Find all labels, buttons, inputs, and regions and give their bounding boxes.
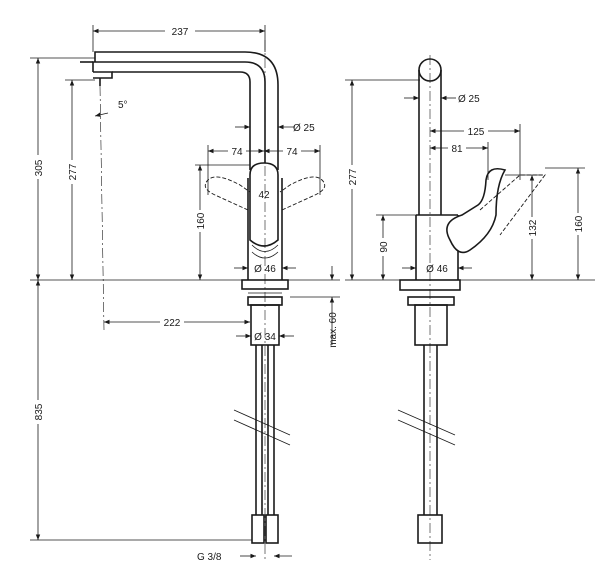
handle — [249, 162, 279, 247]
dim-74-left: 74 — [231, 147, 243, 158]
dim-125: 125 — [468, 127, 485, 138]
dim-160-front: 160 — [196, 212, 207, 229]
dim-42: 42 — [258, 190, 270, 201]
hose-fitting-right — [265, 514, 279, 544]
column-outline — [244, 51, 279, 170]
dim-222: 222 — [164, 318, 181, 329]
dim-277-front: 277 — [68, 163, 79, 180]
dim-132: 132 — [528, 219, 539, 236]
dim-835: 835 — [34, 403, 45, 420]
dim-81: 81 — [451, 144, 463, 155]
front-view: 237 5° 305 277 Ø 25 74 74 42 160 Ø 46 — [30, 24, 340, 563]
break-symbol-side — [397, 409, 456, 446]
dim-237: 237 — [172, 27, 189, 38]
lever-side — [446, 167, 507, 254]
handle-right-position — [279, 176, 326, 211]
dim-max-60: max. 60 — [328, 312, 339, 348]
column-side — [418, 70, 442, 215]
side-view: 277 Ø 25 125 81 160 132 90 Ø 46 — [345, 55, 585, 560]
dim-body-diameter-side: Ø 46 — [426, 264, 448, 275]
shank-side — [414, 304, 448, 346]
dim-160-side: 160 — [574, 215, 585, 232]
handle-left-position — [204, 176, 251, 211]
aerator — [93, 71, 113, 86]
body — [247, 178, 283, 280]
hose-fitting-left — [251, 514, 265, 544]
dim-connection-thread: G 3/8 — [197, 552, 222, 563]
dim-305: 305 — [34, 159, 45, 176]
supply-hose-side — [423, 345, 438, 515]
dim-277-side: 277 — [348, 168, 359, 185]
dim-shank-diameter: Ø 34 — [254, 332, 276, 343]
dim-74-right: 74 — [286, 147, 298, 158]
dim-column-diameter-side: Ø 25 — [458, 94, 480, 105]
dim-angle: 5° — [118, 100, 128, 111]
lever-open-position — [479, 174, 546, 236]
spout-outline-lower — [112, 71, 251, 170]
dim-column-diameter: Ø 25 — [293, 123, 315, 134]
dim-90: 90 — [379, 241, 390, 253]
break-symbol — [233, 409, 291, 446]
dim-body-diameter: Ø 46 — [254, 264, 276, 275]
mounting-nut-side — [407, 296, 455, 306]
